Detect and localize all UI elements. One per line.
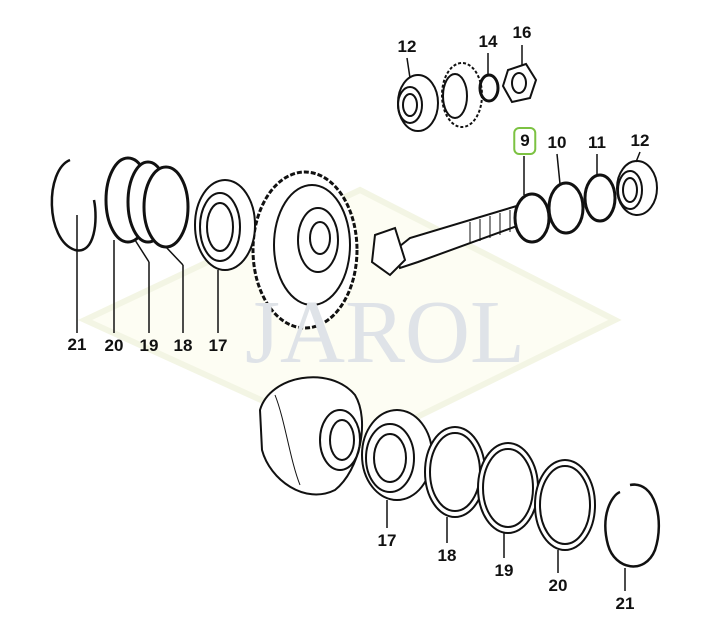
callout-19-bottom[interactable]: 19 <box>494 561 514 580</box>
callout-12-top[interactable]: 12 <box>397 37 417 56</box>
callout-10[interactable]: 10 <box>547 133 567 152</box>
part-16-nut[interactable] <box>501 62 538 104</box>
leader-lines <box>76 45 641 591</box>
part-12-seal[interactable] <box>616 160 658 216</box>
callout-16[interactable]: 16 <box>512 23 532 42</box>
callout-21-bottom[interactable]: 21 <box>615 594 635 613</box>
callout-20-bottom[interactable]: 20 <box>548 576 568 595</box>
part-18-ring-bottom[interactable] <box>424 426 486 518</box>
callout-17-left[interactable]: 17 <box>208 336 228 355</box>
callout-12-right[interactable]: 12 <box>630 131 650 150</box>
callout-21-left[interactable]: 21 <box>67 335 87 354</box>
part-14-ring[interactable] <box>478 73 500 103</box>
callout-11[interactable]: 11 <box>588 133 606 152</box>
part-12-bearing-top[interactable] <box>397 74 439 132</box>
crown-gear[interactable] <box>251 170 359 330</box>
part-21-circlip-bottom[interactable] <box>604 483 660 568</box>
callout-9-highlighted[interactable]: 9 <box>513 127 537 155</box>
callout-14[interactable]: 14 <box>478 32 498 51</box>
callout-19-left[interactable]: 19 <box>139 336 159 355</box>
part-18-ring-left[interactable] <box>142 165 190 249</box>
callout-20-left[interactable]: 20 <box>104 336 124 355</box>
part-10-ring[interactable] <box>547 181 585 235</box>
pinion-shaft[interactable] <box>370 203 530 277</box>
part-20-ring-bottom[interactable] <box>534 459 596 551</box>
part-14-gear[interactable] <box>441 62 483 128</box>
part-21-circlip-left[interactable] <box>50 158 97 252</box>
callout-18-left[interactable]: 18 <box>173 336 193 355</box>
differential-housing[interactable] <box>258 376 363 496</box>
part-17-bearing-bottom[interactable] <box>361 409 433 501</box>
callout-17-bottom[interactable]: 17 <box>377 531 397 550</box>
callout-18-bottom[interactable]: 18 <box>437 546 457 565</box>
part-9-ring[interactable] <box>513 192 551 244</box>
part-19-ring-bottom[interactable] <box>477 442 539 534</box>
part-17-bearing-left[interactable] <box>194 179 256 271</box>
watermark-logo: JAROL <box>245 283 525 382</box>
part-11-ring[interactable] <box>583 173 617 223</box>
